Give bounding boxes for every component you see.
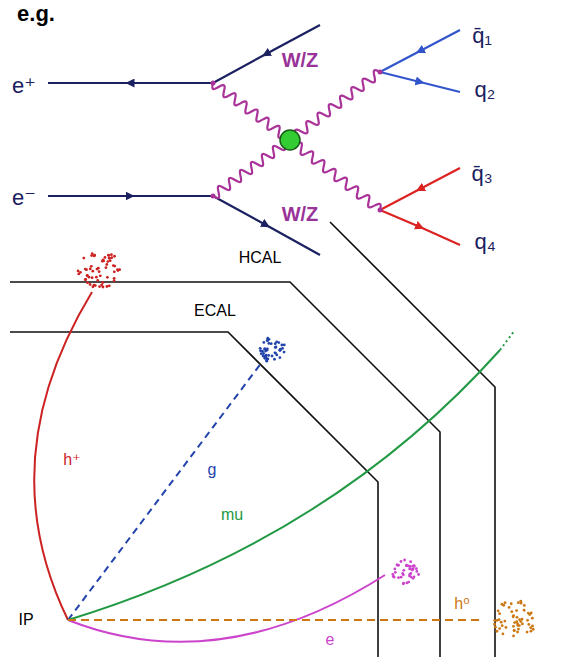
particle-label: h⁺ (63, 451, 80, 469)
detector-label: HCAL (239, 249, 282, 267)
quark-label: q₄ (474, 230, 495, 254)
antiquark-line (380, 30, 460, 72)
particle-label: h⁰ (454, 595, 469, 613)
boson-line (212, 83, 290, 140)
particle-label: e⁻ (12, 186, 36, 210)
positron-line (213, 25, 320, 83)
boson-line (289, 140, 380, 210)
example-heading: e.g. (17, 2, 55, 26)
electron-line (48, 195, 213, 197)
particle-label: e⁺ (12, 74, 36, 98)
energy-cluster (259, 337, 286, 363)
photon-track (68, 362, 262, 620)
energy-clusters (77, 252, 535, 637)
quark-label: q̄₁ (472, 24, 492, 48)
hcal-inner-edge (10, 282, 440, 657)
charged-hadron-track (34, 292, 92, 620)
detector-label: ECAL (194, 302, 236, 320)
neutral-hadron-track (68, 619, 482, 621)
positron-line (48, 82, 213, 84)
muon-track (500, 330, 515, 350)
quark-label: q₂ (475, 78, 496, 102)
boson-lines (212, 70, 380, 210)
energy-cluster (77, 252, 121, 288)
particle-tracks (34, 292, 515, 642)
electron-line (213, 196, 320, 255)
energy-cluster (391, 559, 419, 586)
boson-line (290, 70, 380, 142)
hcal-outer-edge (330, 222, 495, 657)
particle-label: e (326, 631, 335, 649)
muon-track (68, 350, 500, 620)
energy-cluster (493, 600, 534, 638)
vertices (211, 70, 383, 213)
interaction-point-label: IP (18, 611, 33, 629)
detector-boundaries (10, 222, 495, 657)
quark-line (380, 72, 460, 92)
boson-label: W/Z (282, 203, 319, 225)
boson-label: W/Z (282, 49, 319, 71)
electron-track (68, 575, 385, 642)
fermion-lines (48, 25, 460, 255)
quark-label: q̄₃ (471, 162, 492, 186)
interaction-blob (280, 130, 300, 150)
particle-label: g (208, 461, 217, 479)
antiquark-line (380, 168, 460, 210)
boson-line (213, 138, 290, 198)
particle-label: mu (221, 506, 243, 524)
quark-line (380, 210, 460, 245)
